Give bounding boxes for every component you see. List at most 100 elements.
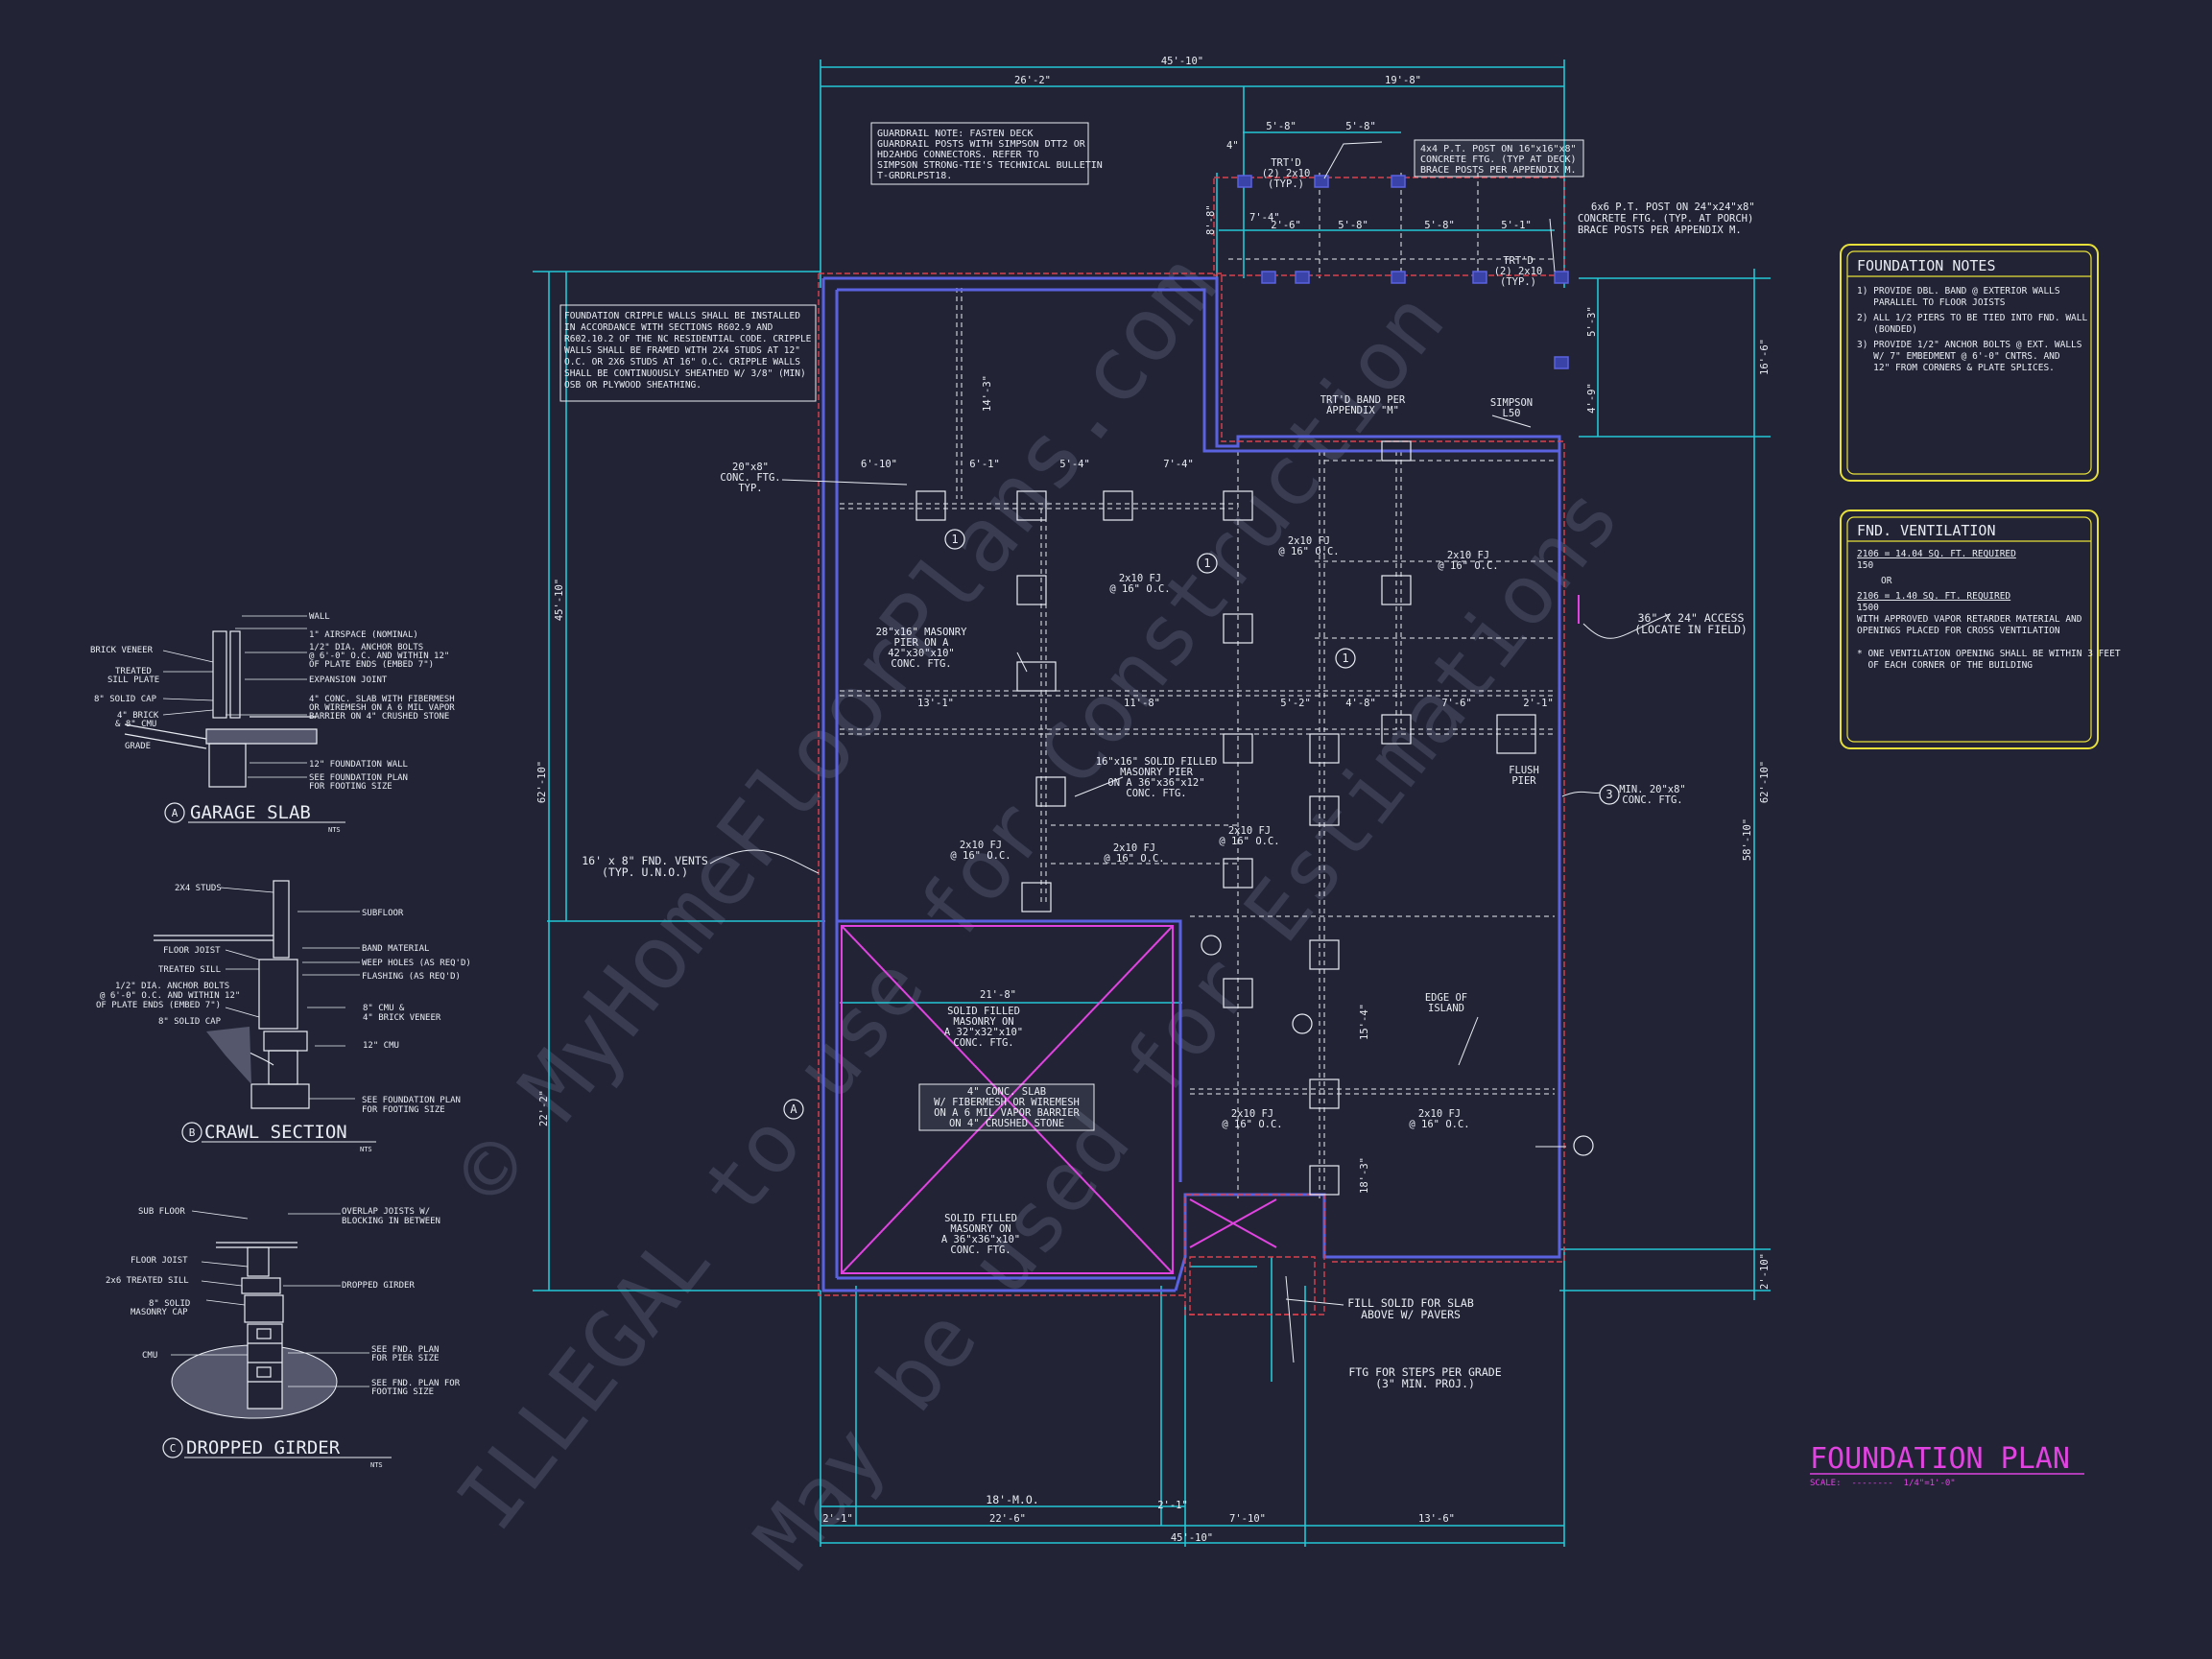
dim-top-left: 26'-2": [1014, 75, 1051, 86]
b-label-7: 12" CMU: [363, 1041, 399, 1051]
a-label-4: @ 6'-0" O.C. AND WITHIN 12": [309, 652, 449, 661]
pier: [1496, 714, 1536, 754]
b-tag: B: [189, 1126, 196, 1139]
dim-5-8-b: 5'-8": [1345, 121, 1376, 132]
c-left-3: 2x6 TREATED SILL: [106, 1276, 189, 1286]
dim-left-lower: 22'-2": [538, 1090, 550, 1126]
vent-line-4: 2106 = 1.40 SQ. FT. REQUIRED: [1857, 591, 2010, 602]
dim-bot-1: 2'-1": [822, 1513, 853, 1525]
a-label-11: SEE FOUNDATION PLAN: [309, 773, 408, 783]
dim-2-6: 2'-6": [1271, 220, 1301, 231]
dim-top-right: 19'-8": [1385, 75, 1421, 86]
joist-e-2: @ 16" O.C.: [1104, 853, 1164, 865]
access-1: 36" X 24" ACCESS: [1638, 611, 1745, 625]
ftg20-1: 20"x8": [732, 462, 769, 473]
garage-pier2-1: SOLID FILLED: [944, 1213, 1017, 1224]
pier: [1223, 978, 1253, 1008]
joist-e-1: 2x10 FJ: [1113, 842, 1155, 854]
minftg-1: MIN. 20"x8": [1619, 784, 1686, 795]
b-label-5: 8" CMU &: [363, 1004, 405, 1013]
b-label-6: 4" BRICK VENEER: [363, 1013, 441, 1023]
flush-2: PIER: [1511, 775, 1536, 787]
row1-dim-3: 5'-4": [1059, 459, 1090, 470]
cripple-note-line-3: R602.10.2 OF THE NC RESIDENTIAL CODE. CR…: [564, 334, 812, 344]
garage-slab-3: ON A 6 MIL VAPOR BARRIER: [934, 1107, 1080, 1119]
dim-7-4: 7'-4": [1249, 212, 1280, 224]
joist-a-1: 2x10 FJ: [1119, 573, 1161, 584]
leader-lines: [709, 141, 1671, 1363]
vent-line-3: OR: [1881, 576, 1892, 586]
joist-d-1: 2x10 FJ: [960, 840, 1002, 851]
c-label-4: SEE FND. PLAN: [371, 1345, 439, 1355]
porch-post-line-1: 6x6 P.T. POST ON 24"x24"x8": [1591, 201, 1755, 213]
cripple-note-line-5: O.C. OR 2X6 STUDS AT 16" O.C. CRIPPLE WA…: [564, 357, 800, 367]
fill-solid-1: FILL SOLID FOR SLAB: [1347, 1296, 1474, 1310]
joist-f-2: @ 16" O.C.: [1219, 836, 1279, 847]
trtd-1-line-3: (TYP.): [1268, 178, 1304, 190]
b-label-3: WEEP HOLES (AS REQ'D): [362, 959, 471, 968]
garage-pier2-2: MASONRY ON: [950, 1223, 1011, 1235]
b-label-1: SUBFLOOR: [362, 909, 404, 918]
minftg-2: CONC. FTG.: [1622, 794, 1682, 806]
band-note-1: TRT'D BAND PER: [1320, 394, 1406, 406]
pier: [1035, 776, 1066, 807]
callout-2: 1: [1203, 557, 1210, 570]
pier28-3: 42"x30"x10": [888, 648, 955, 659]
sheet-scale: SCALE: -------- 1/4"=1'-0": [1810, 1479, 1956, 1488]
dim-bot-3: 2'-1": [1157, 1500, 1188, 1511]
pier16-4: CONC. FTG.: [1126, 788, 1186, 799]
guardrail-note-line-2: GUARDRAIL POSTS WITH SIMPSON DTT2 OR: [877, 139, 1086, 150]
foundation-notes-panel: FOUNDATION NOTES 1) PROVIDE DBL. BAND @ …: [1840, 244, 2099, 482]
a-left-4: 8" SOLID CAP: [94, 695, 157, 704]
detail-garage-slab: WALL 1" AIRSPACE (NOMINAL) 1/2" DIA. ANC…: [90, 612, 455, 834]
pier: [1309, 1078, 1340, 1109]
pier16-3: ON A 36"x36"x12": [1107, 777, 1204, 789]
sheet-title: FOUNDATION PLAN: [1810, 1442, 2070, 1476]
pier16-2: MASONRY PIER: [1120, 767, 1194, 778]
vents-1: 16' x 8" FND. VENTS: [582, 854, 708, 867]
foundation-note-line-1: 1) PROVIDE DBL. BAND @ EXTERIOR WALLS: [1857, 286, 2060, 296]
row1-dim-4: 7'-4": [1163, 459, 1194, 470]
b-left-6: OF PLATE ENDS (EMBED 7"): [96, 1001, 221, 1010]
garage-pier1-4: CONC. FTG.: [953, 1037, 1013, 1049]
a-left-1: BRICK VENEER: [90, 646, 154, 655]
a-label-12: FOR FOOTING SIZE: [309, 782, 392, 792]
sheet-title-block: FOUNDATION PLAN SCALE: -------- 1/4"=1'-…: [1810, 1442, 2084, 1488]
edge-island-2: ISLAND: [1428, 1003, 1464, 1014]
footing-outline: [818, 177, 1565, 1315]
joist-f-1: 2x10 FJ: [1228, 825, 1271, 837]
garage-x-brace: [841, 595, 1580, 1274]
deck-post-line-2: CONCRETE FTG. (TYP AT DECK): [1420, 154, 1577, 165]
trtd-2-line-2: (2) 2x10: [1494, 266, 1543, 277]
garage-pier1-1: SOLID FILLED: [947, 1006, 1020, 1017]
pier28-1: 28"x16" MASONRY: [876, 627, 968, 638]
pier: [1223, 490, 1253, 521]
edge-island-1: EDGE OF: [1425, 992, 1467, 1004]
joist-c-1: 2x10 FJ: [1447, 550, 1489, 561]
b-left-2: FLOOR JOIST: [163, 946, 221, 956]
dim-4in: 4": [1226, 140, 1239, 152]
pier28-4: CONC. FTG.: [891, 658, 951, 670]
guardrail-note-line-1: GUARDRAIL NOTE: FASTEN DECK: [877, 129, 1034, 139]
a-label-7: 4" CONC. SLAB WITH FIBERMESH: [309, 695, 455, 704]
c-nts: NTS: [370, 1461, 383, 1469]
garage-slab-4: ON 4" CRUSHED STONE: [949, 1118, 1064, 1129]
note-frames: [559, 122, 1584, 1131]
b-label-4: FLASHING (AS REQ'D): [362, 972, 461, 982]
a-label-10: 12" FOUNDATION WALL: [309, 760, 408, 770]
pier: [1381, 575, 1412, 605]
b-left-4: 1/2" DIA. ANCHOR BOLTS: [115, 982, 229, 991]
joist-a-2: @ 16" O.C.: [1109, 583, 1170, 595]
callout-5: A: [790, 1102, 797, 1116]
vent-line-5: 1500: [1857, 603, 1879, 613]
foundation-note-line-5: 3) PROVIDE 1/2" ANCHOR BOLTS @ EXT. WALL…: [1857, 340, 2082, 350]
porch-post-line-3: BRACE POSTS PER APPENDIX M.: [1578, 225, 1742, 236]
pier: [1016, 575, 1047, 605]
pier: [1381, 440, 1412, 462]
joist-b-1: 2x10 FJ: [1288, 535, 1330, 547]
b-label-9: FOR FOOTING SIZE: [362, 1105, 445, 1115]
plan-text: 45'-10" 26'-2" 19'-8" 5'-8" 5'-8" 4" 7'-…: [536, 56, 1771, 1544]
ventilation-frame: [1840, 510, 2099, 749]
vent-line-8: * ONE VENTILATION OPENING SHALL BE WITHI…: [1857, 649, 2121, 659]
